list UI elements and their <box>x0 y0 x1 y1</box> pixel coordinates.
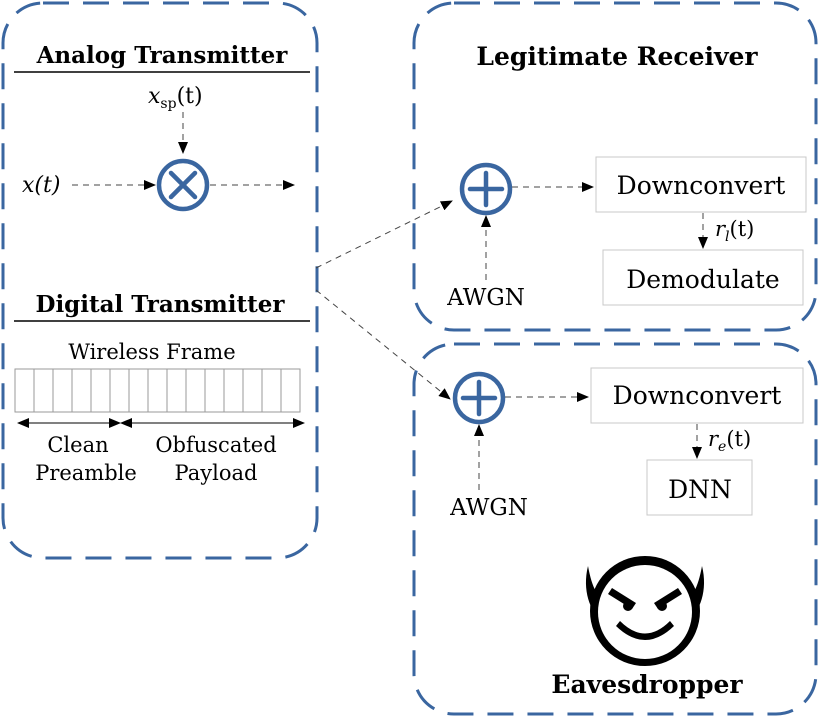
preamble-label-line2: Preamble <box>35 461 137 485</box>
dnn-box <box>646 459 753 516</box>
devil-face-icon <box>585 556 705 666</box>
frame-cell <box>147 368 168 413</box>
eaves-awgn-label: AWGN <box>449 495 528 521</box>
dnn-label: DNN <box>668 475 732 504</box>
legitimate-receiver-title: Legitimate Receiver <box>476 42 758 71</box>
frame-cell <box>280 368 301 413</box>
demodulate-box <box>602 249 804 306</box>
frame-cell <box>261 368 282 413</box>
multiply-circle-icon <box>156 158 210 212</box>
payload-label-line1: Obfuscated <box>155 433 276 457</box>
frame-cell <box>242 368 263 413</box>
eavesdropper-panel <box>412 342 818 716</box>
frame-cell <box>52 368 73 413</box>
legit-downconvert-box <box>595 156 807 213</box>
legitimate-receiver-panel <box>412 1 818 332</box>
tx-to-legitimate-arrow <box>315 200 453 269</box>
frame-cell <box>14 368 35 413</box>
frame-cell <box>33 368 54 413</box>
frame-cell <box>204 368 225 413</box>
plus-circle-icon <box>452 371 506 425</box>
legit-downconvert-label: Downconvert <box>617 171 786 200</box>
frame-cell <box>223 368 244 413</box>
wireless-frame-label: Wireless Frame <box>68 340 235 364</box>
payload-label-line2: Payload <box>175 461 258 485</box>
legit-awgn-label: AWGN <box>446 285 525 311</box>
frame-cell <box>90 368 111 413</box>
transmitter-panel <box>1 1 319 560</box>
frame-cell <box>109 368 130 413</box>
plus-circle-icon <box>459 162 513 216</box>
frame-cell <box>166 368 187 413</box>
digital-transmitter-title: Digital Transmitter <box>36 291 286 318</box>
input-signal-label: x(t) <box>22 173 60 198</box>
frame-cell <box>185 368 206 413</box>
preamble-label-line1: Clean <box>47 433 108 457</box>
eaves-signal-label: re(t) <box>708 427 751 455</box>
spreading-signal-label: xsp(t) <box>148 84 203 112</box>
eaves-downconvert-box <box>590 367 804 424</box>
legit-signal-label: rl(t) <box>715 217 754 245</box>
frame-cell <box>71 368 92 413</box>
demodulate-label: Demodulate <box>626 265 779 294</box>
tx-to-eavesdropper-arrow <box>315 289 451 400</box>
eaves-downconvert-label: Downconvert <box>613 381 782 410</box>
wireless-frame <box>14 368 301 413</box>
analog-transmitter-title: Analog Transmitter <box>36 42 289 69</box>
frame-cell <box>128 368 149 413</box>
eavesdropper-title: Eavesdropper <box>551 670 743 699</box>
